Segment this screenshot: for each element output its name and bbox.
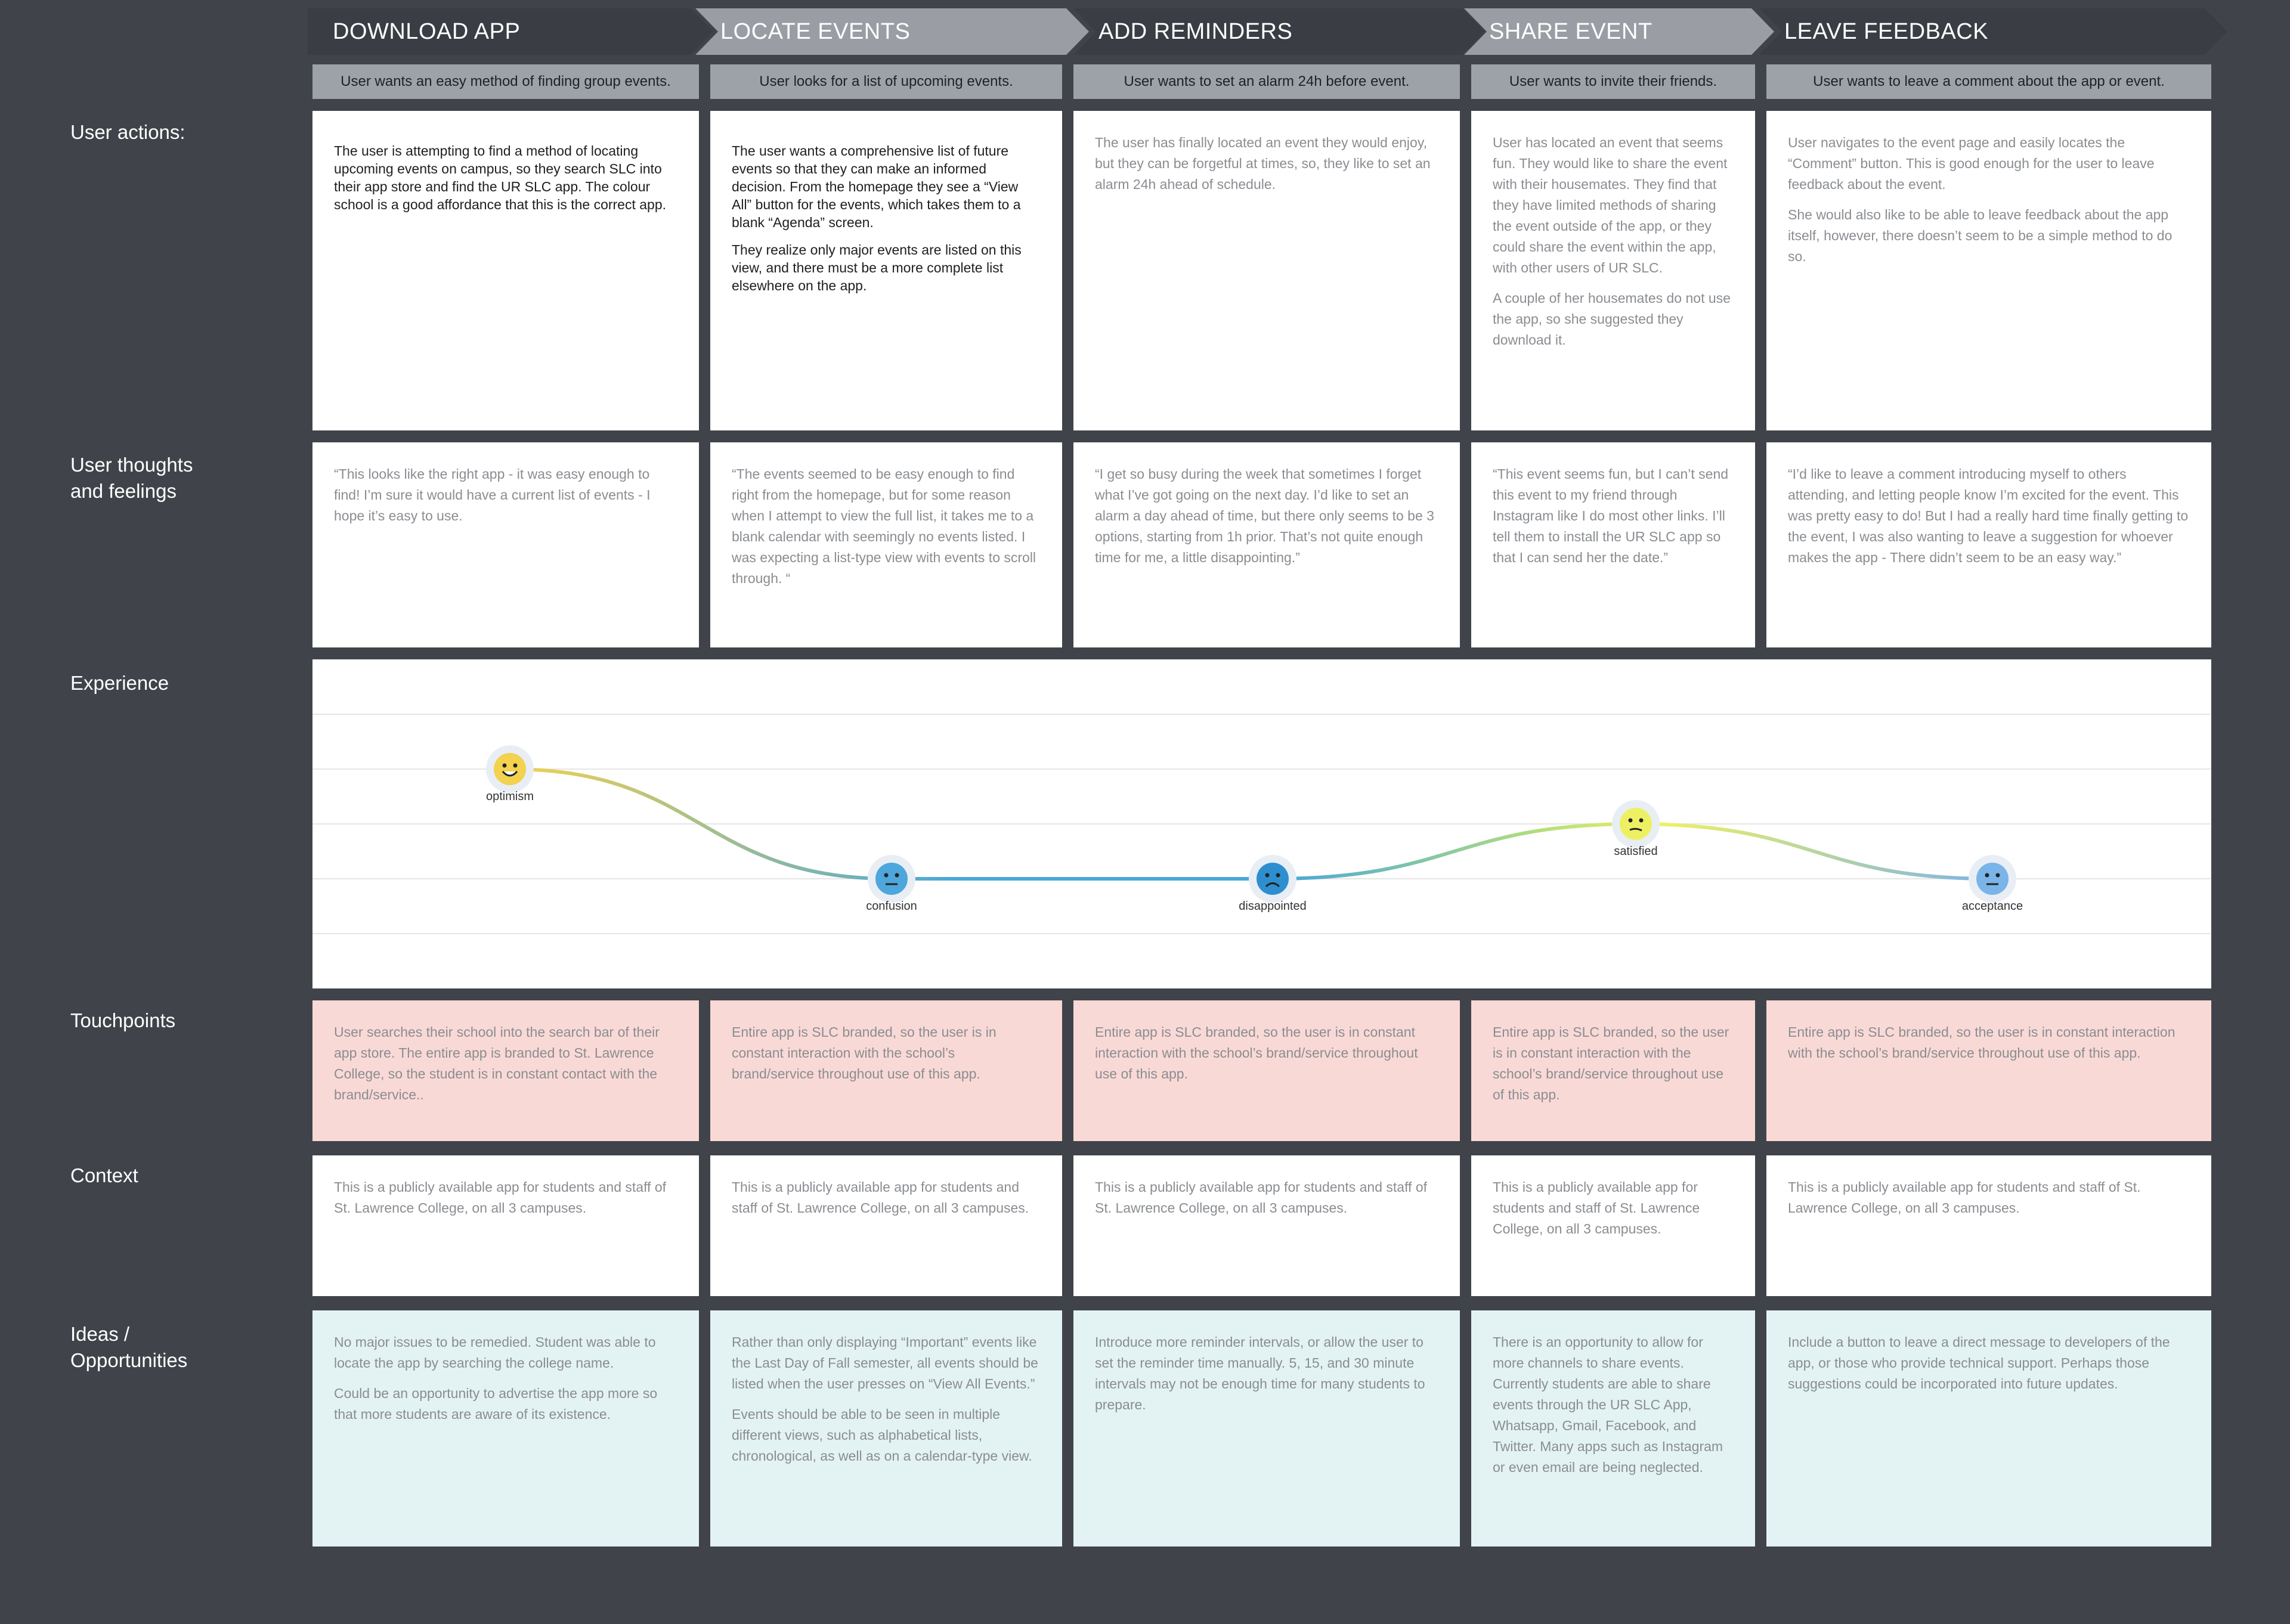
sad-face-icon bbox=[1257, 863, 1289, 895]
experience-panel: optimism confusion disappointed satisfied ac… bbox=[312, 659, 2211, 988]
context-text: This is a publicly available app for stu… bbox=[1788, 1179, 2141, 1216]
context-card-locate-events: This is a publicly available app for stu… bbox=[710, 1155, 1062, 1296]
emotion-point-confusion: confusion bbox=[866, 855, 917, 913]
emotion-label: satisfied bbox=[1614, 845, 1657, 858]
action-text: User has located an event that seems fun… bbox=[1493, 135, 1728, 275]
idea-text: Include a button to leave a direct messa… bbox=[1788, 1334, 2170, 1391]
touchpoint-card-download-app: User searches their school into the sear… bbox=[312, 1000, 699, 1141]
action-text: The user has finally located an event th… bbox=[1095, 135, 1431, 192]
emotion-point-satisfied: satisfied bbox=[1612, 800, 1660, 858]
idea-text: Events should be able to be seen in mult… bbox=[732, 1406, 1032, 1464]
thought-text: “This looks like the right app - it was … bbox=[334, 466, 651, 523]
stage-leave-feedback: LEAVE FEEDBACK bbox=[1759, 8, 2227, 55]
thought-card-share-event: “This event seems fun, but I can’t send … bbox=[1471, 442, 1755, 647]
idea-text: Introduce more reminder intervals, or al… bbox=[1095, 1334, 1425, 1412]
row-label-user-thoughts: User thoughts and feelings bbox=[70, 454, 193, 502]
idea-card-download-app: No major issues to be remedied. Student … bbox=[312, 1310, 699, 1546]
action-text: The user wants a comprehensive list of f… bbox=[732, 143, 1021, 230]
thought-card-download-app: “This looks like the right app - it was … bbox=[312, 442, 699, 647]
row-label-experience: Experience bbox=[70, 672, 169, 694]
emotion-label: acceptance bbox=[1962, 900, 2023, 913]
experience-curve-chart: optimism confusion disappointed satisfied ac… bbox=[312, 714, 2211, 934]
idea-card-share-event: There is an opportunity to allow for mor… bbox=[1471, 1310, 1755, 1546]
action-text: The user is attempting to find a method … bbox=[334, 143, 667, 212]
stage-locate-events: LOCATE EVENTS bbox=[695, 8, 1089, 55]
action-card-share-event: User has located an event that seems fun… bbox=[1471, 111, 1755, 430]
touchpoint-text: User searches their school into the sear… bbox=[334, 1024, 660, 1102]
idea-card-locate-events: Rather than only displaying “Important” … bbox=[710, 1310, 1062, 1546]
goal-share-event: User wants to invite their friends. bbox=[1471, 64, 1755, 99]
emotion-point-optimism: optimism bbox=[486, 745, 534, 803]
context-text: This is a publicly available app for stu… bbox=[1493, 1179, 1700, 1236]
idea-text: Could be an opportunity to advertise the… bbox=[334, 1386, 658, 1422]
thought-text: “This event seems fun, but I can’t send … bbox=[1493, 466, 1729, 565]
context-text: This is a publicly available app for stu… bbox=[334, 1179, 667, 1216]
context-text: This is a publicly available app for stu… bbox=[732, 1179, 1029, 1216]
row-label-ideas: Ideas / Opportunities bbox=[70, 1323, 188, 1371]
action-text: They realize only major events are liste… bbox=[732, 242, 1022, 293]
emotion-label: optimism bbox=[486, 790, 534, 803]
emotion-point-disappointed: disappointed bbox=[1239, 855, 1307, 913]
touchpoint-card-locate-events: Entire app is SLC branded, so the user i… bbox=[710, 1000, 1062, 1141]
thought-card-locate-events: “The events seemed to be easy enough to … bbox=[710, 442, 1062, 647]
touchpoint-text: Entire app is SLC branded, so the user i… bbox=[1493, 1024, 1729, 1102]
context-card-add-reminders: This is a publicly available app for stu… bbox=[1073, 1155, 1460, 1296]
touchpoint-card-leave-feedback: Entire app is SLC branded, so the user i… bbox=[1766, 1000, 2211, 1141]
idea-text: No major issues to be remedied. Student … bbox=[334, 1334, 656, 1371]
emotion-label: confusion bbox=[866, 900, 917, 913]
row-label-context: Context bbox=[70, 1164, 138, 1186]
thought-text: “I’d like to leave a comment introducing… bbox=[1788, 466, 2189, 565]
goal-leave-feedback: User wants to leave a comment about the … bbox=[1766, 64, 2211, 99]
idea-card-leave-feedback: Include a button to leave a direct messa… bbox=[1766, 1310, 2211, 1546]
action-card-add-reminders: The user has finally located an event th… bbox=[1073, 111, 1460, 430]
touchpoint-card-share-event: Entire app is SLC branded, so the user i… bbox=[1471, 1000, 1755, 1141]
action-card-locate-events: The user wants a comprehensive list of f… bbox=[710, 111, 1062, 430]
touchpoint-card-add-reminders: Entire app is SLC branded, so the user i… bbox=[1073, 1000, 1460, 1141]
row-label-user-actions: User actions: bbox=[70, 121, 185, 143]
action-text: User navigates to the event page and eas… bbox=[1788, 135, 2155, 192]
action-card-leave-feedback: User navigates to the event page and eas… bbox=[1766, 111, 2211, 430]
emotion-label: disappointed bbox=[1239, 900, 1306, 913]
context-card-leave-feedback: This is a publicly available app for stu… bbox=[1766, 1155, 2211, 1296]
idea-text: Rather than only displaying “Important” … bbox=[732, 1334, 1038, 1391]
emotion-point-acceptance: acceptance bbox=[1962, 855, 2023, 913]
touchpoint-text: Entire app is SLC branded, so the user i… bbox=[1095, 1024, 1418, 1081]
thought-card-add-reminders: “I get so busy during the week that some… bbox=[1073, 442, 1460, 647]
action-text: A couple of her housemates do not use th… bbox=[1493, 290, 1731, 348]
goal-locate-events: User looks for a list of upcoming events… bbox=[710, 64, 1062, 99]
meh-face-icon bbox=[1620, 808, 1652, 840]
action-card-download-app: The user is attempting to find a method … bbox=[312, 111, 699, 430]
stage-add-reminders: ADD REMINDERS bbox=[1073, 8, 1485, 55]
thought-card-leave-feedback: “I’d like to leave a comment introducing… bbox=[1766, 442, 2211, 647]
row-label-touchpoints: Touchpoints bbox=[70, 1009, 176, 1031]
experience-grid bbox=[312, 714, 2211, 934]
goal-download-app: User wants an easy method of finding gro… bbox=[312, 64, 699, 99]
stage-share-event: SHARE EVENT bbox=[1464, 8, 1774, 55]
touchpoint-text: Entire app is SLC branded, so the user i… bbox=[1788, 1024, 2176, 1061]
neutral-face-icon bbox=[1976, 863, 2009, 895]
thought-text: “The events seemed to be easy enough to … bbox=[732, 466, 1036, 586]
stage-download-app: DOWNLOAD APP bbox=[308, 8, 713, 55]
action-text: She would also like to be able to leave … bbox=[1788, 207, 2173, 264]
happy-face-icon bbox=[494, 753, 526, 785]
context-text: This is a publicly available app for stu… bbox=[1095, 1179, 1428, 1216]
idea-text: There is an opportunity to allow for mor… bbox=[1493, 1334, 1723, 1475]
idea-card-add-reminders: Introduce more reminder intervals, or al… bbox=[1073, 1310, 1460, 1546]
context-card-download-app: This is a publicly available app for stu… bbox=[312, 1155, 699, 1296]
thought-text: “I get so busy during the week that some… bbox=[1095, 466, 1434, 565]
goal-add-reminders: User wants to set an alarm 24h before ev… bbox=[1073, 64, 1460, 99]
touchpoint-text: Entire app is SLC branded, so the user i… bbox=[732, 1024, 997, 1081]
context-card-share-event: This is a publicly available app for stu… bbox=[1471, 1155, 1755, 1296]
neutral-face-icon bbox=[875, 863, 908, 895]
